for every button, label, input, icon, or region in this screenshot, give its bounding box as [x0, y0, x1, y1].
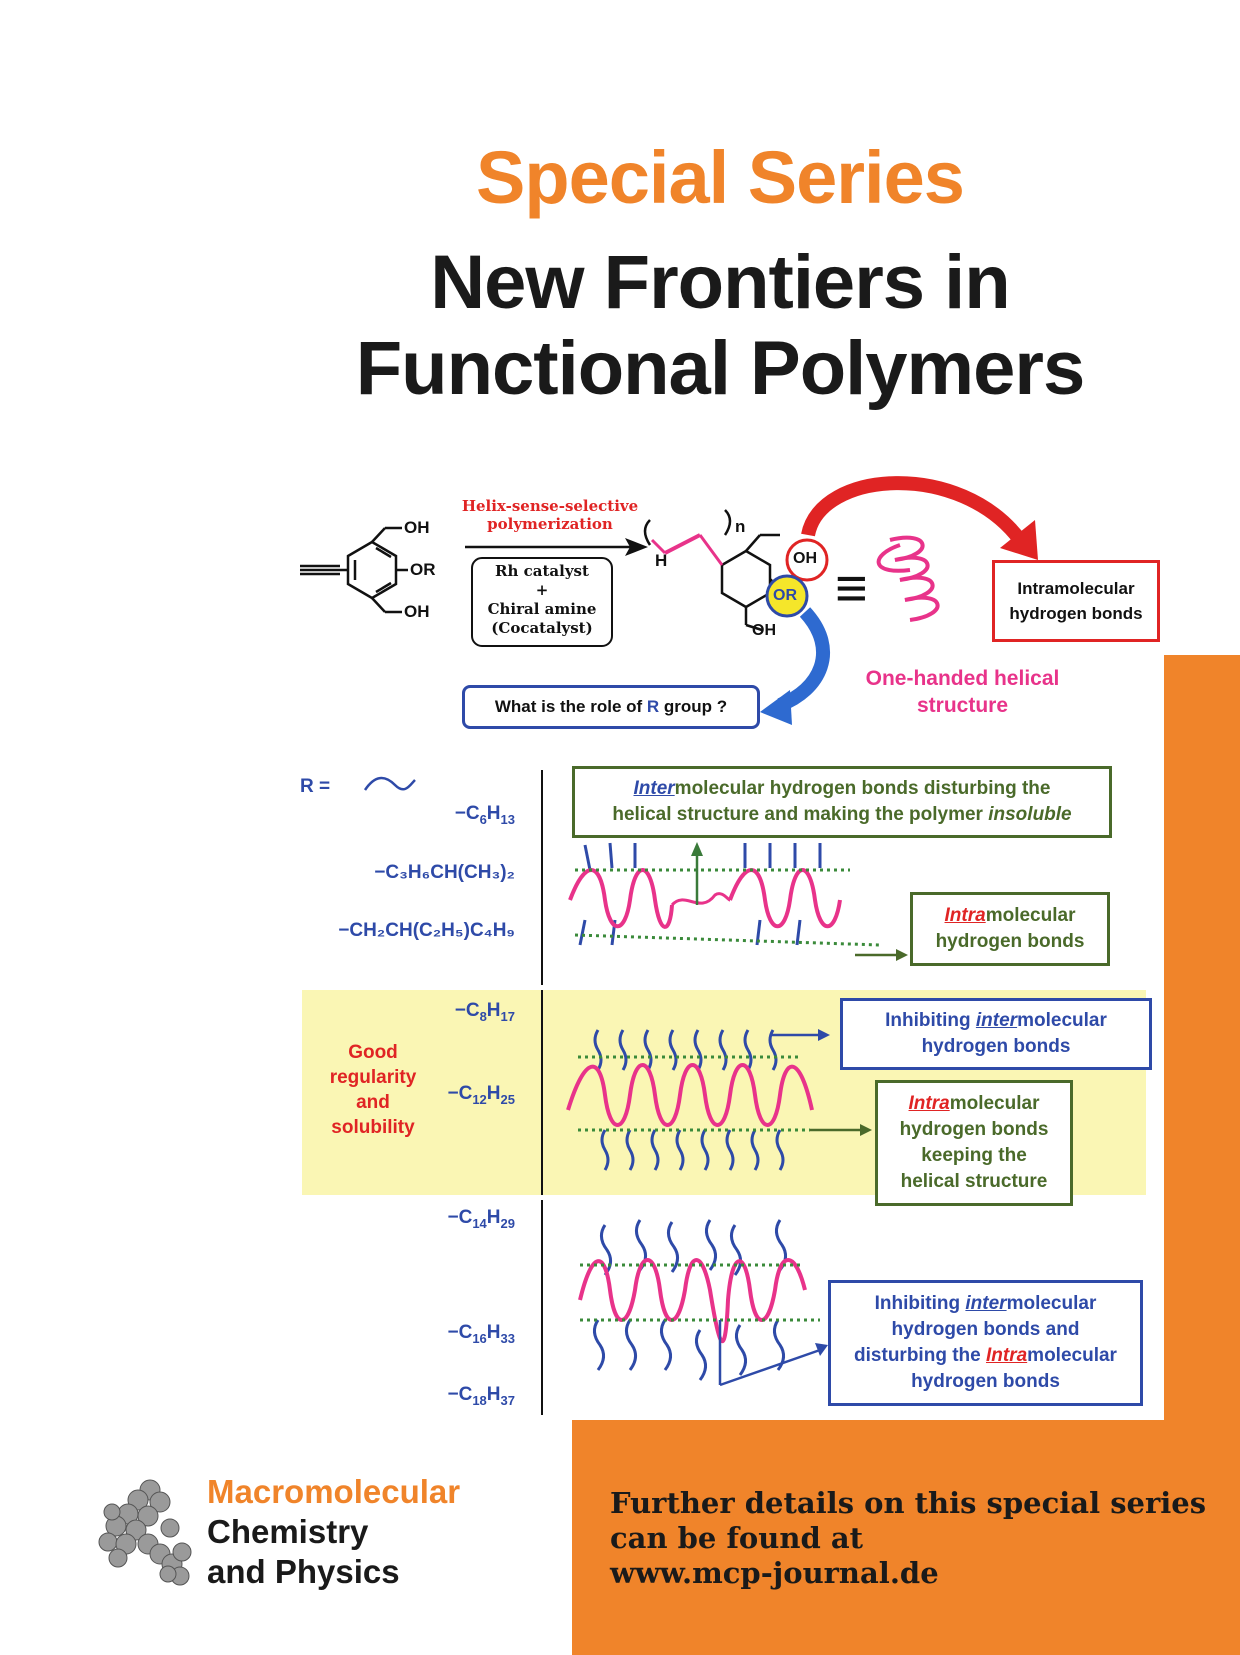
intra1-line-2: hydrogen bonds — [935, 931, 1085, 952]
inhibiting-disturbing-box: Inhibiting intermolecular hydrogen bonds… — [828, 1280, 1143, 1406]
intra2-line-2: hydrogen bonds — [899, 1119, 1049, 1140]
catalyst-line-1: Rh catalyst — [495, 562, 589, 580]
further-details-text: Further details on this special series c… — [610, 1486, 1206, 1591]
arrow-label-line-2: polymerization — [487, 515, 613, 533]
journal-line-3: and Physics — [207, 1553, 400, 1590]
helix-row-1 — [568, 842, 908, 961]
question-text: What is the role of — [494, 697, 647, 716]
inhibiting-intermolecular-box: Inhibiting intermolecular hydrogen bonds — [840, 998, 1152, 1070]
good-line-1: Good — [348, 1042, 398, 1063]
monomer-or: OR — [410, 560, 436, 579]
monomer-oh-top: OH — [404, 518, 430, 537]
inhib2-inter: inter — [965, 1293, 1007, 1314]
polymer-h: H — [655, 551, 668, 570]
inhib1-a: Inhibiting — [885, 1010, 976, 1031]
journal-url-link[interactable]: www.mcp-journal.de — [610, 1556, 939, 1590]
good-line-4: solubility — [331, 1117, 415, 1138]
title-line-1: New Frontiers in — [430, 240, 1010, 325]
arrow-label: Helix-sense-selective polymerization — [450, 497, 650, 533]
inhib2-intra: Intra — [985, 1345, 1028, 1366]
intramolecular-box-line-1: Intramolecular — [1017, 579, 1135, 598]
inhib1-inter: inter — [975, 1010, 1018, 1031]
good-line-3: and — [356, 1092, 390, 1113]
intra2-line-4: helical structure — [900, 1171, 1048, 1192]
r-group-isoamyl: −C₃H₆CH(CH₃)₂ — [374, 862, 515, 883]
arrow-label-line-1: Helix-sense-selective — [461, 497, 639, 515]
molecule-logo-icon — [98, 1479, 192, 1586]
equivalence-symbol: ≡ — [835, 556, 868, 619]
helix-icon — [876, 535, 940, 622]
journal-name: Macromolecular Chemistry and Physics — [207, 1472, 460, 1592]
further-line-2: can be found at — [610, 1521, 863, 1555]
helix-row-3 — [578, 1219, 828, 1387]
orange-footer-block — [572, 1420, 1240, 1655]
journal-line-2: Chemistry — [207, 1513, 369, 1550]
polymer-oh: OH — [793, 550, 817, 567]
intra1-rest: molecular — [985, 905, 1076, 926]
inhib1-line-2: hydrogen bonds — [921, 1036, 1071, 1057]
page-title: New Frontiers in Functional Polymers — [0, 240, 1240, 412]
intramolecular-box-line-2: hydrogen bonds — [1009, 604, 1143, 623]
inhib2-line-3c: molecular — [1027, 1345, 1117, 1366]
r-group-c14: −C14H29 — [447, 1207, 516, 1231]
catalyst-line-4: (Cocatalyst) — [491, 619, 593, 637]
r-group-c12: −C12H25 — [447, 1083, 516, 1107]
inhib2-c: molecular — [1006, 1293, 1097, 1314]
inhib2-a: Inhibiting — [874, 1293, 966, 1314]
helix-row-2 — [566, 1029, 872, 1171]
one-handed-helical-label: One-handed helical structure — [845, 665, 1080, 719]
r-group-c18: −C18H37 — [447, 1384, 516, 1408]
inter-line-1: molecular hydrogen bonds disturbing the — [674, 778, 1051, 799]
polymer-n: n — [735, 517, 746, 536]
special-series-label: Special Series — [476, 136, 965, 219]
good-line-2: regularity — [329, 1067, 417, 1088]
one-handed-line-2: structure — [916, 694, 1009, 717]
r-group-c6: −C6H13 — [454, 803, 515, 827]
polymer-oh-bottom: OH — [752, 622, 776, 639]
inhib2-line-3a: disturbing the — [854, 1345, 986, 1366]
intramolecular-keeping-box: Intramolecular hydrogen bonds keeping th… — [875, 1080, 1073, 1206]
monomer-oh-bottom: OH — [404, 602, 430, 621]
monomer-structure — [300, 526, 408, 614]
journal-line-1: Macromolecular — [207, 1473, 461, 1510]
r-group-c16: −C16H33 — [447, 1322, 516, 1346]
inter-line-2: helical structure and making the polymer — [612, 804, 989, 825]
insoluble-text: insoluble — [988, 804, 1072, 825]
title-line-2: Functional Polymers — [355, 326, 1086, 411]
catalyst-text: Rh catalyst + Chiral amine (Cocatalyst) — [472, 562, 612, 638]
catalyst-line-3: Chiral amine — [487, 600, 597, 618]
intra2-line-3: keeping the — [921, 1145, 1027, 1166]
r-group-c8: −C8H17 — [454, 1000, 515, 1024]
intramolecular-box: Intramolecular hydrogen bonds — [992, 560, 1160, 642]
r-equals-label: R = — [300, 776, 331, 797]
intramolecular-box-1: Intramolecular hydrogen bonds — [910, 892, 1110, 966]
inhib2-line-2: hydrogen bonds and — [891, 1319, 1080, 1340]
catalyst-line-2: + — [535, 581, 549, 599]
further-line-1: Further details on this special series — [610, 1486, 1207, 1520]
good-regularity-label: Good regularity and solubility — [318, 1040, 428, 1140]
inhib2-line-4: hydrogen bonds — [911, 1371, 1060, 1392]
r-group-question-box: What is the role of R group ? — [462, 685, 760, 729]
question-end: group ? — [659, 697, 728, 716]
inhib1-c: molecular — [1017, 1010, 1107, 1031]
intra1-prefix: Intra — [944, 905, 986, 926]
polymer-or: OR — [773, 587, 797, 604]
intra2-rest: molecular — [949, 1093, 1040, 1114]
intermolecular-insoluble-box: Intermolecular hydrogen bonds disturbing… — [572, 766, 1112, 838]
question-r: R — [646, 697, 660, 716]
r-group-ethylhexyl: −CH₂CH(C₂H₅)C₄H₉ — [338, 920, 515, 941]
inter-prefix: Inter — [633, 778, 675, 799]
one-handed-line-1: One-handed helical — [865, 667, 1060, 690]
intra2-prefix: Intra — [908, 1093, 950, 1114]
